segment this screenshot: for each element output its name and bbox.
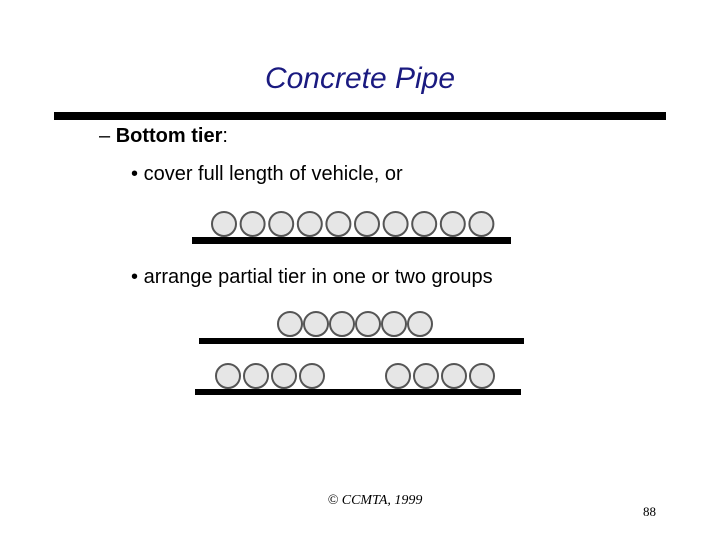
pipe-circle <box>407 311 433 337</box>
pipe-circle <box>439 211 466 237</box>
pipe-circle <box>215 363 241 389</box>
vehicle-bed-two-groups <box>195 389 521 395</box>
pipe-circle <box>468 211 495 237</box>
pipe-circle <box>329 311 355 337</box>
bullet-cover-full-length: • cover full length of vehicle, or <box>131 163 403 186</box>
pipe-circle <box>268 211 295 237</box>
pipe-circle <box>303 311 329 337</box>
pipe-circle <box>413 363 439 389</box>
pipe-circle <box>299 363 325 389</box>
pipe-circle <box>381 311 407 337</box>
dash-marker: – <box>99 125 111 147</box>
pipe-circle <box>411 211 438 237</box>
pipe-circle <box>211 211 237 237</box>
copyright-footer: © CCMTA, 1999 <box>327 493 423 508</box>
pipe-circle <box>271 363 297 389</box>
bullet-text: arrange partial tier in one or two group… <box>143 266 493 288</box>
bullet-bottom-tier: – Bottom tier: <box>99 125 228 148</box>
pipe-circle <box>441 363 467 389</box>
pipe-circle <box>382 211 409 237</box>
pipe-circle <box>243 363 269 389</box>
pipe-circle <box>277 311 303 337</box>
pipe-circle <box>239 211 266 237</box>
vehicle-bed-full <box>192 237 511 244</box>
bullet-partial-tier: • arrange partial tier in one or two gro… <box>131 266 493 289</box>
pipe-circle <box>355 311 381 337</box>
bottom-tier-label: Bottom tier <box>115 125 223 147</box>
pipe-circle <box>354 211 380 237</box>
pipe-circle <box>296 211 323 237</box>
vehicle-bed-group <box>199 338 524 344</box>
pipe-circle <box>325 211 352 237</box>
page-number: 88 <box>643 504 656 519</box>
bullet-dot: • <box>131 266 139 288</box>
pipe-circle <box>385 363 411 389</box>
bullet-text: cover full length of vehicle, or <box>143 163 403 185</box>
bullet-dot: • <box>131 163 139 185</box>
title-divider <box>54 112 666 120</box>
slide-title: Concrete Pipe <box>264 62 456 95</box>
pipe-circle <box>469 363 495 389</box>
colon: : <box>222 125 228 147</box>
